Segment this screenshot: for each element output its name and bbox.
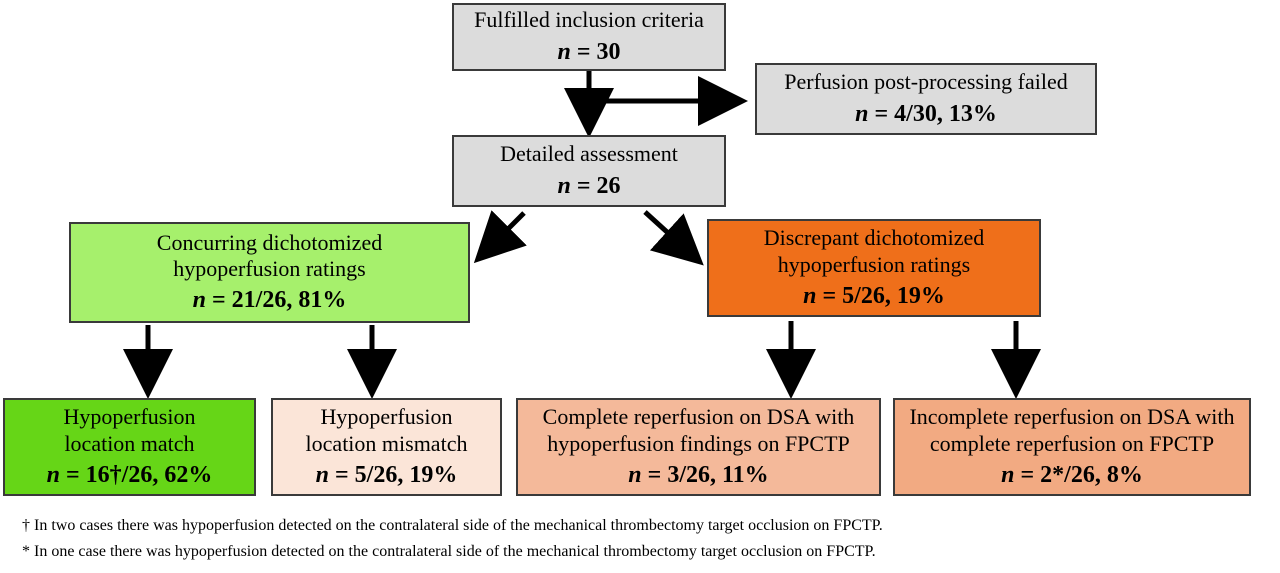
complete-reperfusion-box: Complete reperfusion on DSA with hypoper… [516,398,881,496]
match-title-line1: Hypoperfusion [63,404,196,430]
complete-title-line1: Complete reperfusion on DSA with [542,404,855,430]
footnote-asterisk: * In one case there was hypoperfusion de… [22,543,876,560]
incomplete-count: n = 2*/26, 8% [1001,461,1143,488]
match-count: n = 16†/26, 62% [46,461,213,488]
detailed-count: n = 26 [557,172,621,199]
location-mismatch-box: Hypoperfusion location mismatch n = 5/26… [271,398,502,496]
detailed-assessment-box: Detailed assessment n = 26 [452,135,726,207]
mismatch-count: n = 5/26, 19% [315,461,458,488]
inclusion-count: n = 30 [557,38,621,65]
discrepant-title-line2: hypoperfusion ratings [777,251,971,277]
concurring-count: n = 21/26, 81% [192,287,347,314]
failed-count: n = 4/30, 13% [855,100,997,127]
inclusion-criteria-box: Fulfilled inclusion criteria n = 30 [452,3,726,71]
post-processing-failed-box: Perfusion post-processing failed n = 4/3… [755,63,1097,135]
concurring-ratings-box: Concurring dichotomized hypoperfusion ra… [69,222,470,323]
arrow-detailed-to-discrepant [643,210,704,266]
location-match-box: Hypoperfusion location match n = 16†/26,… [3,398,256,496]
concurring-title-line1: Concurring dichotomized [156,229,383,255]
incomplete-title-line1: Incomplete reperfusion on DSA with [909,404,1235,430]
incomplete-reperfusion-box: Incomplete reperfusion on DSA with compl… [893,398,1251,496]
discrepant-count: n = 5/26, 19% [803,282,945,309]
failed-title: Perfusion post-processing failed [784,69,1068,95]
detailed-title: Detailed assessment [500,141,678,167]
discrepant-title-line1: Discrepant dichotomized [763,225,985,251]
concurring-title-line2: hypoperfusion ratings [173,256,366,282]
complete-count: n = 3/26, 11% [628,461,769,488]
arrow-detailed-to-concurring [473,210,527,264]
incomplete-title-line2: complete reperfusion on FPCTP [929,430,1215,456]
discrepant-ratings-box: Discrepant dichotomized hypoperfusion ra… [707,219,1041,317]
inclusion-title: Fulfilled inclusion criteria [474,7,704,33]
mismatch-title-line1: Hypoperfusion [320,404,453,430]
footnote-dagger: † In two cases there was hypoperfusion d… [22,517,883,534]
complete-title-line2: hypoperfusion findings on FPCTP [547,430,850,456]
match-title-line2: location match [64,430,195,456]
mismatch-title-line2: location mismatch [305,430,468,456]
